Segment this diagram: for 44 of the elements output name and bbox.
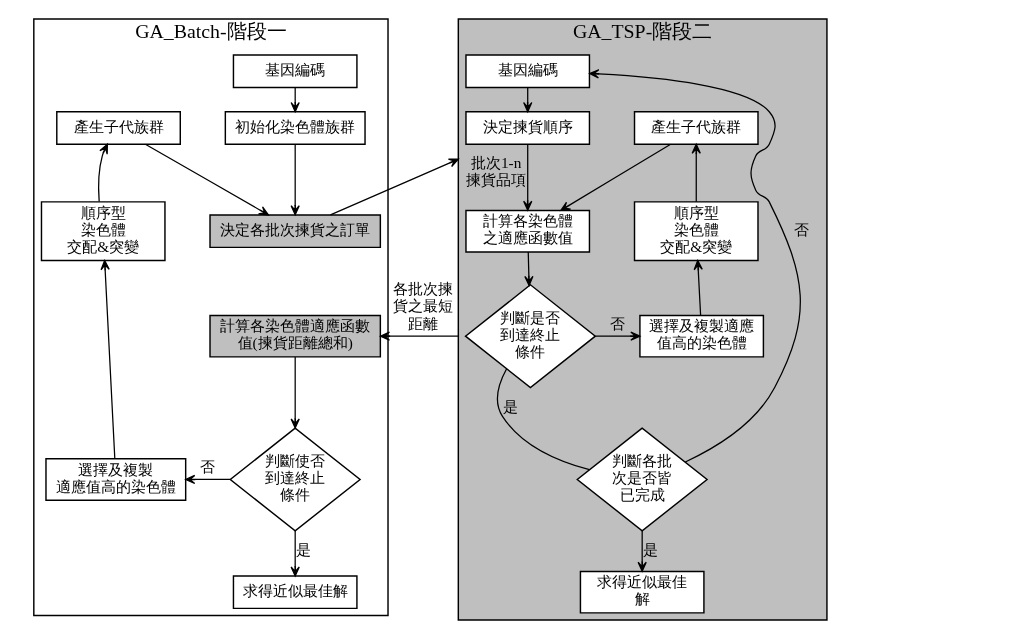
node-box: 計算各染色體適應函數值(揀貨距離總和) <box>209 314 382 358</box>
connector <box>496 368 590 471</box>
node-box: 選擇及複製適應值高的染色體 <box>45 458 187 501</box>
arrow <box>524 251 534 287</box>
node-diamond: 判斷各批次是否皆已完成 <box>576 427 709 532</box>
arrow <box>523 143 533 211</box>
arrow <box>560 143 672 211</box>
node-box: 求得近似最佳解 <box>579 570 705 614</box>
node-diamond: 判斷是否到達終止條件 <box>464 283 597 389</box>
arrow <box>588 69 801 463</box>
node-box: 求得近似最佳解 <box>232 575 358 610</box>
arrow <box>290 143 300 216</box>
edge-label: 是 <box>295 540 311 558</box>
node-box: 計算各染色體之適應函數值 <box>465 209 591 253</box>
edge-label: 否 <box>794 220 810 238</box>
edge-label: 是 <box>503 397 519 415</box>
arrow <box>693 259 703 316</box>
arrow <box>379 331 459 341</box>
arrow <box>185 474 231 485</box>
arrow <box>329 158 459 216</box>
arrow <box>691 143 701 203</box>
arrow <box>98 143 109 203</box>
node-box: 產生子代族群 <box>633 111 759 145</box>
node-box: 產生子代族群 <box>56 111 181 145</box>
edge-label: 批次1-n揀貨品項 <box>466 154 527 189</box>
node-box: 選擇及複製適應值高的染色體 <box>639 314 765 358</box>
arrow <box>637 530 647 572</box>
arrow <box>100 259 116 460</box>
edge-label: 是 <box>642 540 658 558</box>
node-diamond: 判斷使否到達終止條件 <box>229 427 362 532</box>
node-box: 決定各批次揀貨之訂單 <box>209 214 382 249</box>
edge-label: 否 <box>200 457 216 475</box>
edge-label: 各批次揀貨之最短距離 <box>392 280 453 332</box>
node-box: 順序型染色體交配&突變 <box>40 201 166 262</box>
node-box: 順序型染色體交配&突變 <box>633 201 759 262</box>
arrow <box>144 143 269 216</box>
node-box: 基因編碼 <box>465 54 591 89</box>
edge-label: 否 <box>610 314 626 332</box>
node-box: 決定揀貨順序 <box>465 111 591 145</box>
node-box: 初始化染色體族群 <box>224 111 366 145</box>
arrow <box>290 530 300 577</box>
arrow <box>290 356 300 429</box>
arrow <box>594 331 641 341</box>
node-box: 基因編碼 <box>232 54 358 89</box>
